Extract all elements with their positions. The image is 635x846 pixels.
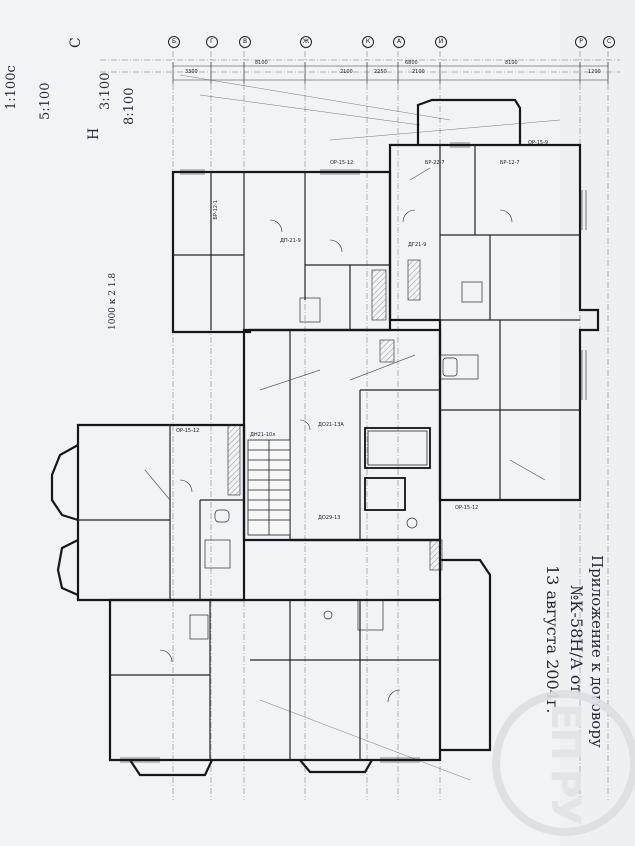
dimension-label: 3300 (185, 69, 198, 75)
pencil-note: С (68, 37, 84, 48)
axis-bubble-5: К (362, 36, 374, 48)
pencil-note: 3:100 (98, 72, 113, 110)
room-tag: ДН21-10л (250, 432, 276, 438)
stairwell (247, 439, 291, 536)
dimension-label: 2250 (374, 69, 387, 75)
dimension-label: 8100 (505, 60, 518, 66)
dimension-label: 6800 (405, 60, 418, 66)
room-tag: БР-22-7 (425, 160, 445, 166)
window-marks (120, 142, 587, 763)
bathroom-fixtures (189, 281, 483, 640)
axis-bubble-3: В (239, 36, 251, 48)
dimension-label: 2100 (340, 69, 353, 75)
dimension-chain (172, 62, 609, 84)
dimension-label: 1200 (588, 69, 601, 75)
pencil-note: Н (86, 127, 102, 140)
room-tag: ОР-15-9 (528, 140, 549, 146)
elevator-shafts (364, 427, 431, 511)
axis-bubble-4: Ж (300, 36, 312, 48)
room-tag: ДП-21-9 (280, 238, 301, 244)
room-tag: ДГ21-9 (408, 242, 427, 248)
pencil-note: 1000 к 2 1.8 (108, 272, 118, 330)
room-tag: ОР-15-12 (330, 160, 354, 166)
room-tag: ОР-15-12 (176, 428, 200, 434)
building-walls (50, 98, 600, 777)
dimension-label: 2100 (412, 69, 425, 75)
axis-bubble-8: Р (575, 36, 587, 48)
structural-hatching (227, 259, 443, 571)
room-tag: БР-12-1 (213, 200, 219, 220)
room-tag: БР-12-7 (500, 160, 520, 166)
contract-annotation-line-2: №К-58Н/А от (567, 585, 586, 694)
axis-bubble-6: А (393, 36, 405, 48)
door-swings (159, 209, 513, 703)
axis-bubble-2: Г (206, 36, 218, 48)
room-tag: ДО21-13А (318, 422, 344, 428)
axis-bubble-1: Б (168, 36, 180, 48)
pencil-note: 5:100 (38, 82, 53, 120)
dimension-label: 8100 (255, 60, 268, 66)
pencil-note: 8:100 (122, 87, 137, 125)
axis-bubble-7: И (435, 36, 447, 48)
axis-bubble-9: С (603, 36, 615, 48)
room-tag: ОР-15-12 (455, 505, 479, 511)
watermark-stamp: ЕП РУ (492, 690, 635, 836)
room-tag: ДО29-13 (318, 515, 341, 521)
pencil-leaders (144, 167, 546, 501)
stamp-letters: ЕП РУ (542, 703, 588, 823)
pencil-note: 1:100с (4, 65, 19, 110)
partitions (78, 145, 580, 760)
